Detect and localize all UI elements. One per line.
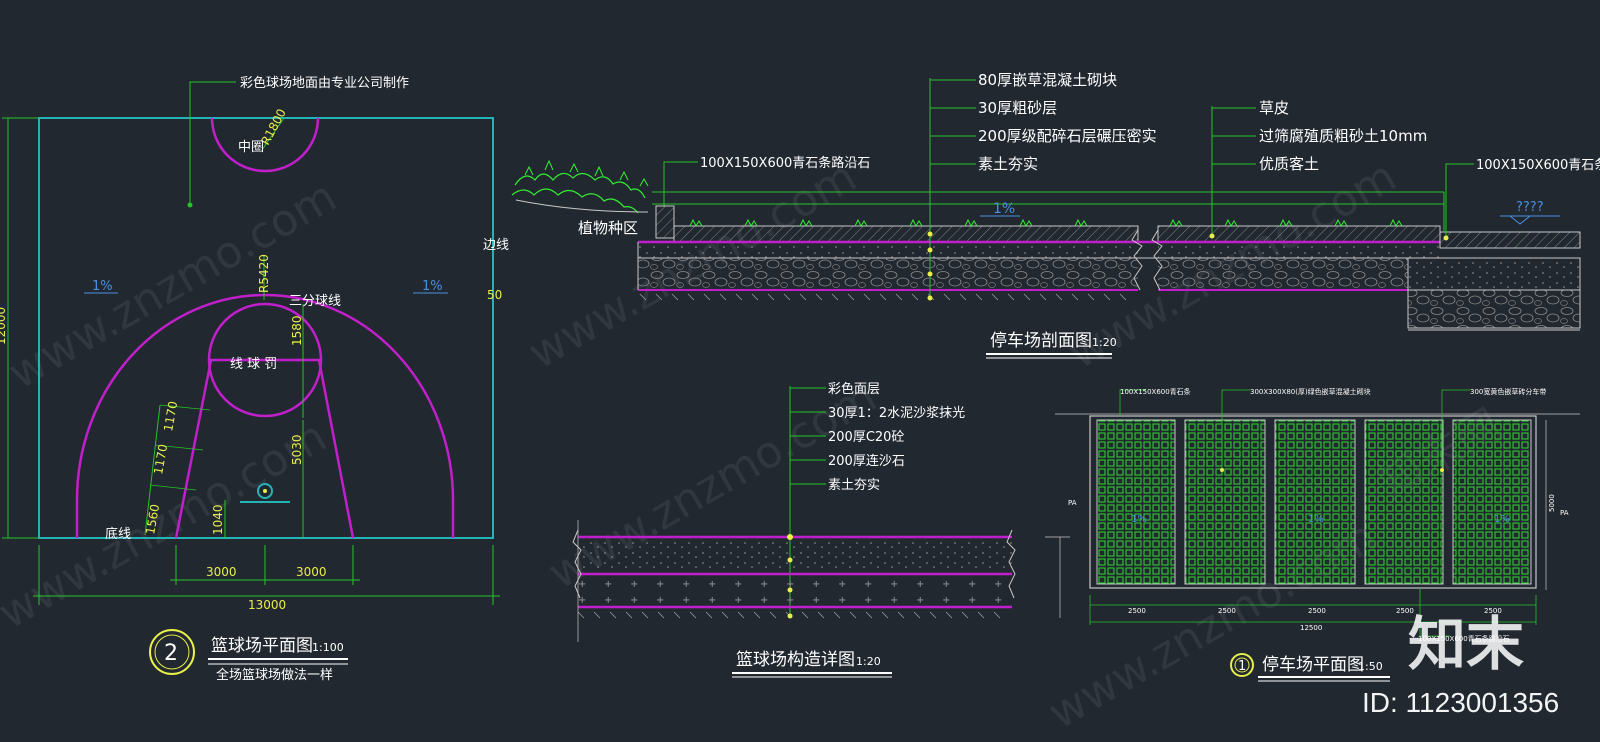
center-circle: [210, 117, 320, 173]
detail-scale: 1:20: [856, 655, 881, 668]
parking-plan-title: 停车场平面图: [1262, 655, 1364, 675]
detail-layer-4: 200厚连沙石: [828, 453, 905, 469]
parking-stall: [1274, 419, 1356, 585]
svg-text:1%: 1%: [1494, 514, 1510, 525]
plan-dim-5: 2500: [1484, 607, 1502, 615]
svg-text:1%: 1%: [1308, 514, 1324, 525]
court-plan-subtitle: 全场篮球场做法一样: [216, 667, 333, 683]
shrub-icon: [511, 159, 649, 214]
parking-stall: [1452, 419, 1532, 585]
level-mark-label: ????: [1516, 200, 1544, 215]
watermark-text: www.znzmo.com: [0, 171, 345, 400]
baseline-label: 底线: [105, 526, 131, 542]
slope-left-label: 1%: [92, 279, 113, 294]
dim-1580-label: 1580: [290, 315, 304, 346]
section-title: 停车场剖面图: [990, 331, 1092, 351]
plan-label-a: 100X150X600青石条: [1120, 387, 1191, 396]
parking-section: 植物种区 100X150X600青石条路沿石 1%: [511, 71, 1600, 359]
sideline-label: 边线: [483, 238, 509, 253]
three-point-line-label: 三分球线: [289, 294, 341, 309]
grass-layer-3: 优质客土: [1259, 155, 1319, 173]
plan-label-b: 300X300X80(厚)绿色嵌草混凝土砌块: [1250, 387, 1371, 396]
plan-pa-right: PA: [1560, 509, 1569, 517]
section-layer-1: 80厚嵌草混凝土砌块: [978, 71, 1117, 89]
plan-dim-total: 12500: [1300, 624, 1322, 632]
detail-layer-5: 素土夯实: [828, 478, 880, 493]
plan-dim-h: 5000: [1548, 494, 1556, 512]
detail-title: 篮球场构造详图: [736, 650, 855, 670]
parking-plan-scale: 1:50: [1358, 660, 1383, 673]
detail-layer-1: 彩色面层: [828, 381, 880, 397]
dim-3000b-label: 3000: [296, 565, 327, 579]
plan-dim-4: 2500: [1396, 607, 1414, 615]
section-layer-4: 素土夯实: [978, 155, 1038, 173]
section-slope-label: 1%: [993, 201, 1015, 217]
slope-right-label: 1%: [422, 279, 443, 294]
three-point-arc: [75, 293, 455, 538]
grass-blocks: [673, 218, 1441, 243]
parking-stall: [1184, 419, 1266, 585]
dim-1040-label: 1040: [211, 504, 225, 535]
parking-stall: [1364, 419, 1444, 585]
grass-layer-2: 过筛腐殖质粗砂土10mm: [1259, 127, 1427, 145]
detail-layer-3: 200厚C20砼: [828, 430, 904, 445]
court-note: 彩色球场地面由专业公司制作: [240, 75, 409, 91]
svg-text:1%: 1%: [1131, 514, 1147, 525]
court-plan-title: 篮球场平面图: [211, 636, 313, 656]
curb-right-label: 100X150X600青石条: [1476, 157, 1600, 173]
brand-logo: 知末: [1408, 610, 1524, 678]
plan-pa-left: PA: [1068, 499, 1077, 507]
court-detail: 彩色面层 30厚1：2水泥沙浆抹光 200厚C20砼 200厚连沙石 素土夯实 …: [572, 381, 1070, 678]
plan-dim-2: 2500: [1218, 607, 1236, 615]
plan-label-bottom: 100X150X600青石条路沿石: [1418, 634, 1510, 643]
grass-layer-1: 草皮: [1259, 99, 1289, 117]
dim-1560-label: 1560: [143, 503, 162, 536]
image-id-label: ID: 1123001356: [1362, 687, 1559, 718]
basketball-court-plan: 12000 R1800 中圈 彩色球场地面由专业公司制作 边线 50 1% 1%…: [0, 75, 509, 683]
section-layer-3: 200厚级配碎石层碾压密实: [978, 127, 1157, 145]
section-layer-2: 30厚粗砂层: [978, 99, 1057, 117]
court-plan-scale: 1:100: [312, 641, 344, 654]
free-throw-label: 线 球 罚: [230, 357, 277, 372]
plan-dim-1: 2500: [1128, 607, 1146, 615]
dim-side-label: 50: [487, 288, 502, 302]
dim-3000a-label: 3000: [206, 565, 237, 579]
dim-5030-label: 5030: [290, 434, 304, 465]
plan-label-c: 300宽黄色嵌草砖分车带: [1470, 387, 1546, 396]
parking-stall: [1096, 419, 1176, 585]
curb-left-label: 100X150X600青石条路沿石: [700, 155, 870, 171]
planting-label: 植物种区: [578, 219, 638, 237]
dim-1170b-label: 1170: [151, 443, 170, 476]
three-point-radius-label: R5420: [257, 254, 271, 293]
plan-badge: 1: [1238, 659, 1246, 674]
section-scale: 1:20: [1092, 336, 1117, 349]
center-circle-label: 中圈: [238, 140, 264, 155]
dim-1170a-label: 1170: [161, 400, 180, 433]
detail-layer-2: 30厚1：2水泥沙浆抹光: [828, 406, 965, 421]
dim-height-label: 12000: [0, 307, 8, 345]
dim-13000-label: 13000: [248, 598, 286, 612]
parking-plan: 1% 1% 1% 100X150X600青石条 300X300X80(厚)绿色嵌…: [1055, 387, 1580, 682]
plan-dim-3: 2500: [1308, 607, 1326, 615]
court-boundary: [38, 117, 494, 539]
hoop-icon: [257, 483, 273, 499]
title-badge: 2: [164, 641, 178, 666]
